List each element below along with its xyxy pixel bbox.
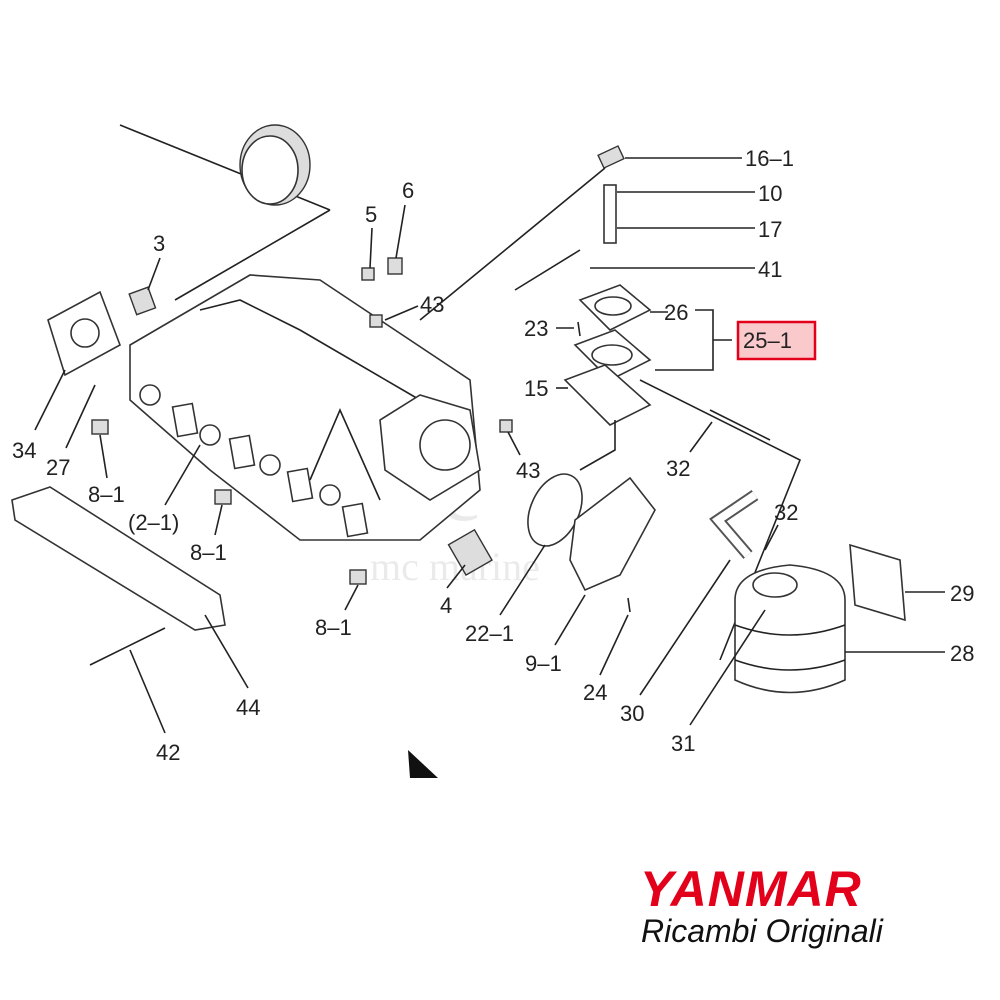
- callout-43[interactable]: 43: [516, 458, 540, 483]
- callout-labels: 16–1 10 17 41 26 25–1 23 15 32 43 5 6 3 …: [12, 146, 974, 765]
- callout-24[interactable]: 24: [583, 680, 607, 705]
- callout-9-1[interactable]: 9–1: [525, 651, 562, 676]
- bracket-part: [849, 543, 906, 622]
- callout-31[interactable]: 31: [671, 731, 695, 756]
- callout-25-1[interactable]: 25–1: [743, 328, 792, 353]
- callout-29[interactable]: 29: [950, 581, 974, 606]
- manifold-gasket-part: [11, 486, 226, 631]
- coolant-tank-part: [734, 564, 846, 694]
- air-filter-part: [119, 124, 331, 301]
- callout-2-1[interactable]: (2–1): [128, 510, 179, 535]
- callout-32[interactable]: 32: [666, 456, 690, 481]
- exhaust-manifold-part: [129, 274, 481, 541]
- callout-43[interactable]: 43: [420, 292, 444, 317]
- callout-15[interactable]: 15: [524, 376, 548, 401]
- callout-26[interactable]: 26: [664, 300, 688, 325]
- callout-5[interactable]: 5: [365, 202, 377, 227]
- callout-22-1[interactable]: 22–1: [465, 621, 514, 646]
- yanmar-logo: YANMAR: [640, 861, 862, 917]
- highlighted-part-box[interactable]: [736, 320, 817, 361]
- callout-42[interactable]: 42: [156, 740, 180, 765]
- stud-part: [89, 627, 166, 666]
- callout-23[interactable]: 23: [524, 316, 548, 341]
- callout-16-1[interactable]: 16–1: [745, 146, 794, 171]
- callout-8-1[interactable]: 8–1: [315, 615, 352, 640]
- callout-6[interactable]: 6: [402, 178, 414, 203]
- callout-3[interactable]: 3: [153, 231, 165, 256]
- callout-41[interactable]: 41: [758, 257, 782, 282]
- callout-44[interactable]: 44: [236, 695, 260, 720]
- callout-8-1[interactable]: 8–1: [88, 482, 125, 507]
- tagline: Ricambi Originali: [641, 913, 883, 949]
- callout-32[interactable]: 32: [774, 500, 798, 525]
- callout-17[interactable]: 17: [758, 217, 782, 242]
- callout-34[interactable]: 34: [12, 438, 36, 463]
- callout-27[interactable]: 27: [46, 455, 70, 480]
- callout-28[interactable]: 28: [950, 641, 974, 666]
- callout-4[interactable]: 4: [440, 593, 452, 618]
- callout-10[interactable]: 10: [758, 181, 782, 206]
- callout-8-1[interactable]: 8–1: [190, 540, 227, 565]
- callout-30[interactable]: 30: [620, 701, 644, 726]
- leader-lines: [34, 157, 945, 734]
